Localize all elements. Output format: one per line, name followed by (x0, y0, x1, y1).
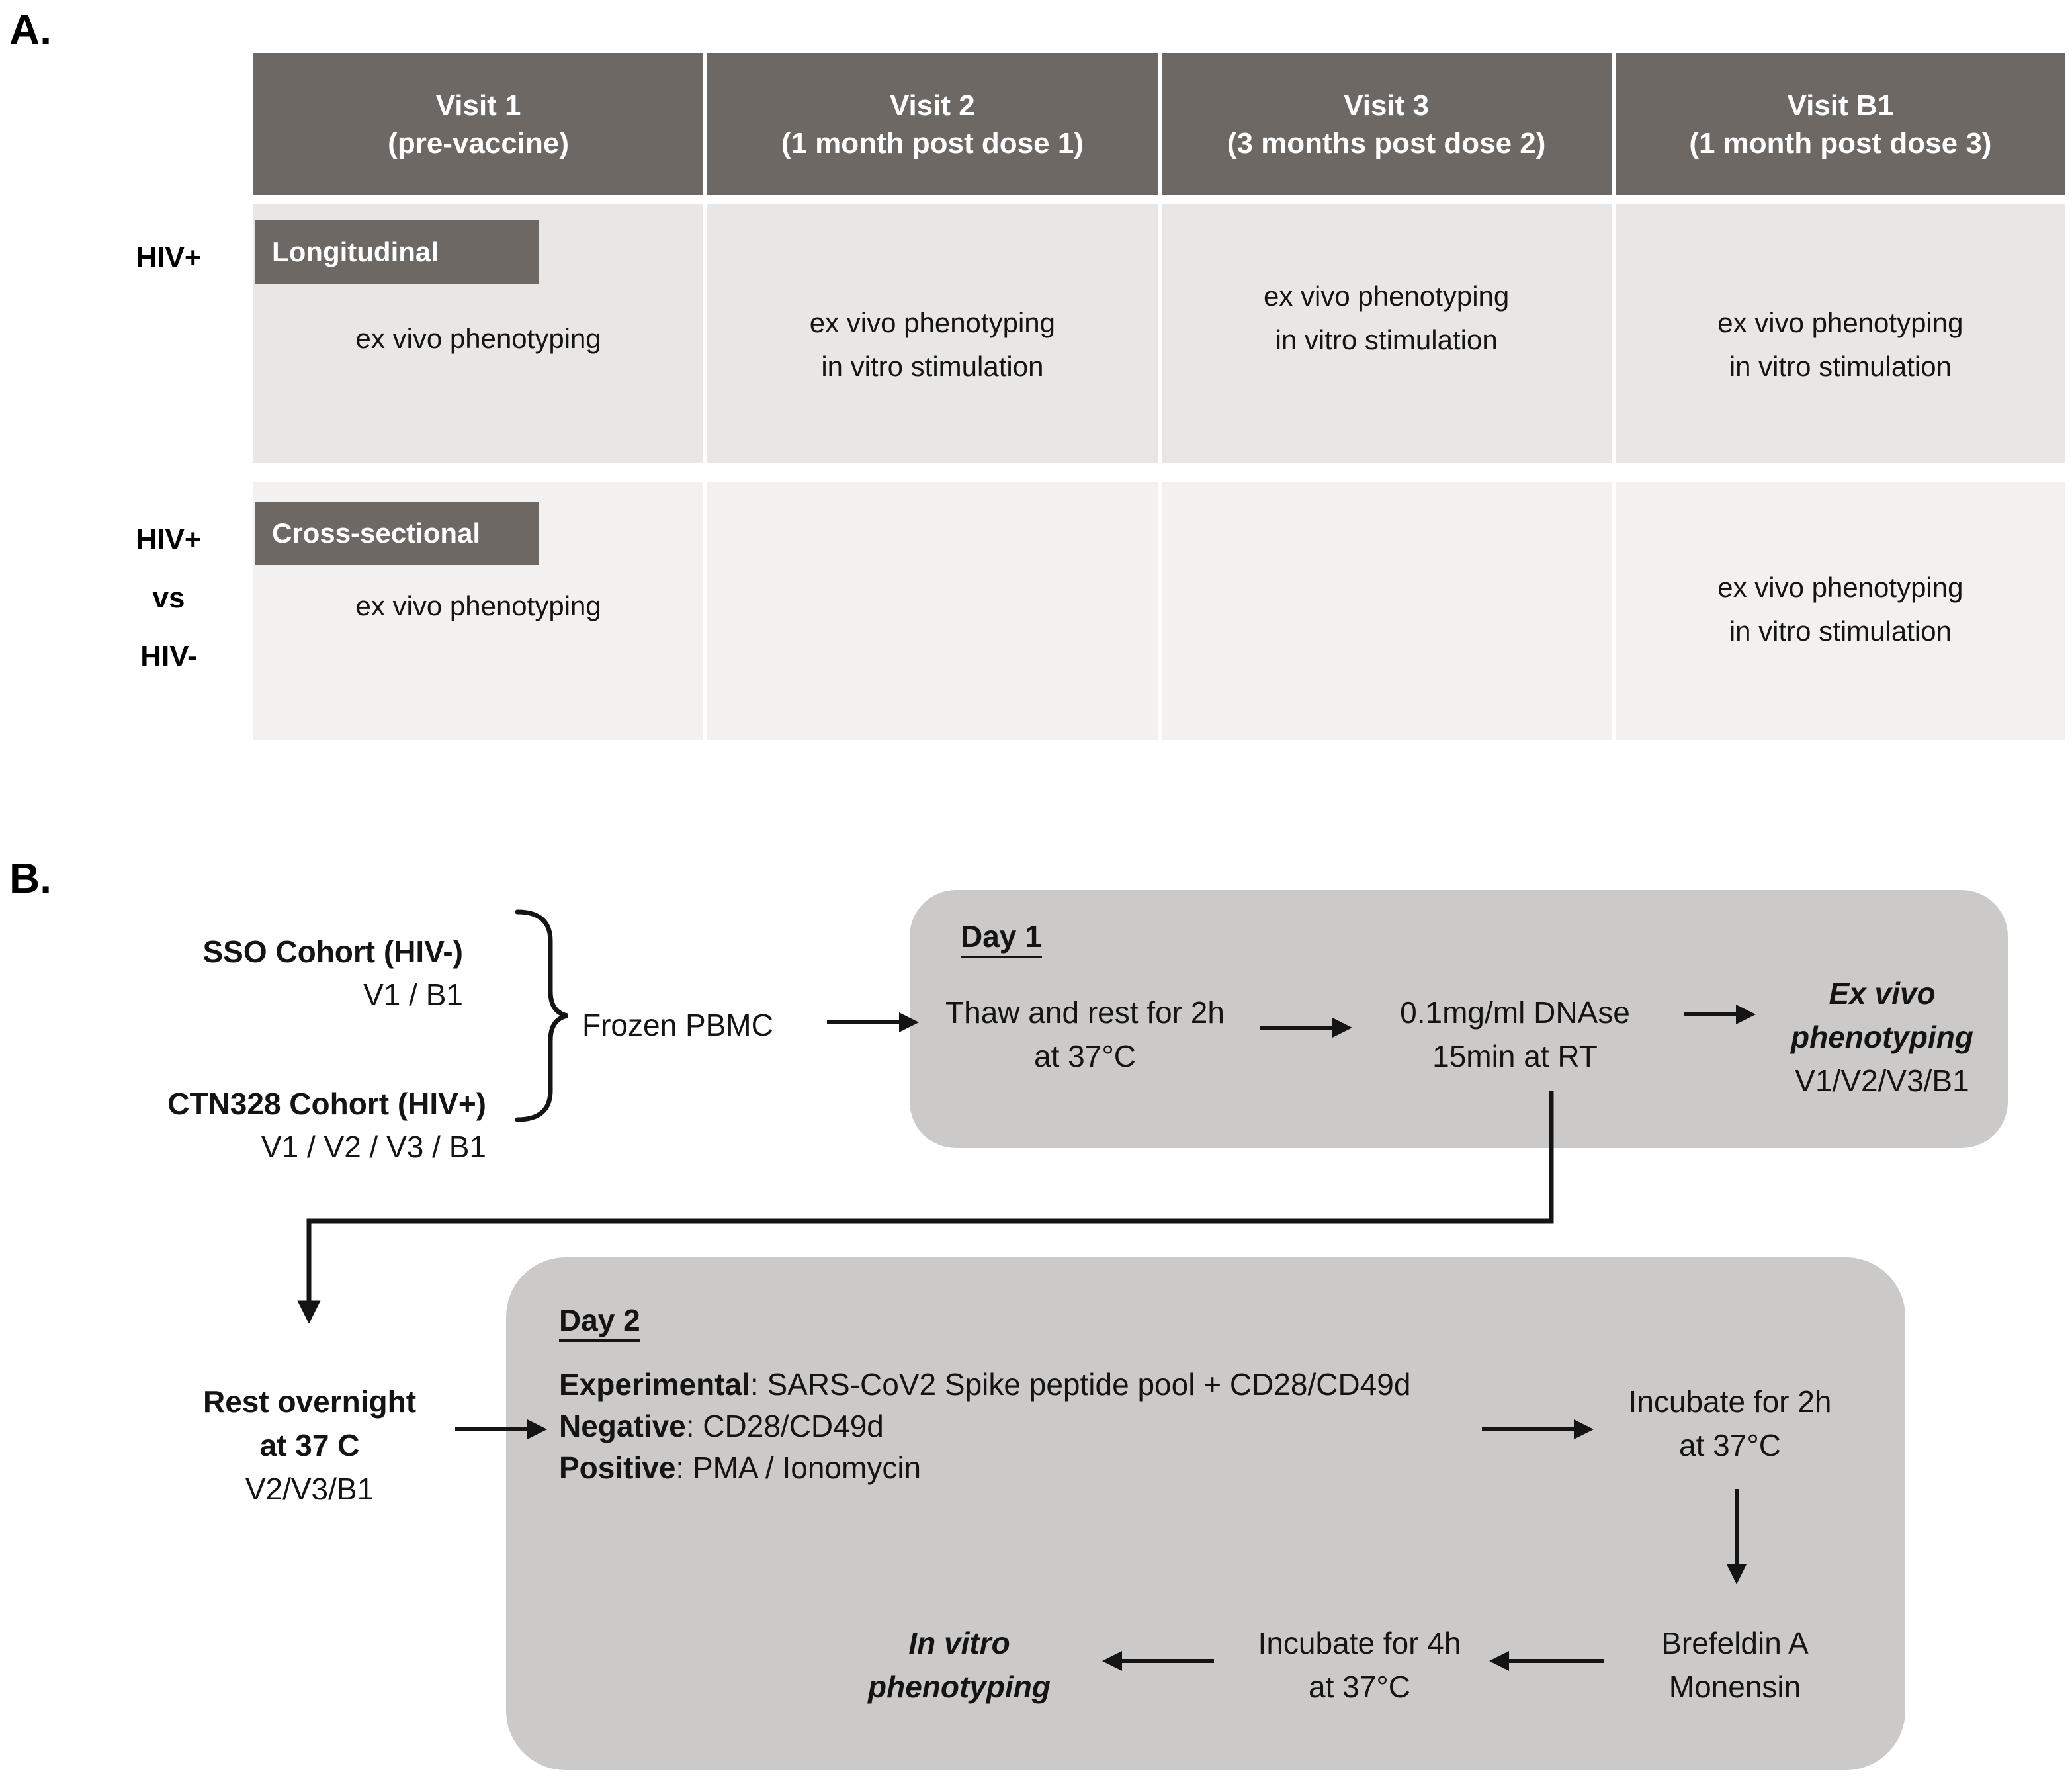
row-label-line: HIV- (140, 640, 197, 672)
cell-text: ex vivo phenotyping (1717, 572, 1964, 603)
cohort-brace (515, 909, 568, 1122)
step-thaw-line2: at 37°C (1034, 1039, 1136, 1073)
header-visit1-line2: (pre-vaccine) (388, 126, 570, 159)
row-label-hiv-positive: HIV+ (69, 229, 268, 287)
rest-visits: V2/V3/B1 (245, 1472, 374, 1506)
step-brefeldin-monensin: Brefeldin A Monensin (1621, 1621, 1849, 1709)
cell-text: ex vivo phenotyping (355, 590, 601, 621)
cell-text: in vitro stimulation (821, 351, 1044, 382)
header-visit1-line1: Visit 1 (435, 89, 521, 122)
step-dnase: 0.1mg/ml DNAse 15min at RT (1356, 991, 1674, 1078)
rest-line1: Rest overnight (202, 1384, 417, 1419)
brefeldin-line2: Monensin (1668, 1670, 1801, 1704)
step-exvivo-line1: Ex vivo (1829, 976, 1936, 1010)
incubate4h-line1: Incubate for 4h (1258, 1626, 1461, 1660)
row-label-hiv-pos-vs-neg: HIV+ vs HIV- (69, 511, 268, 686)
header-visitB1: Visit B1 (1 month post dose 3) (1615, 53, 2065, 195)
condition-positive: Positive: PMA / Ionomycin (559, 1450, 921, 1486)
cell-r2-visit3 (1161, 482, 1612, 740)
cell-r1-visitB1: ex vivo phenotyping in vitro stimulation (1615, 204, 2065, 463)
day1-title: Day 1 (961, 918, 1042, 958)
condition-value: : CD28/CD49d (685, 1409, 884, 1443)
cohort-ctn328-visits: V1 / V2 / V3 / B1 (261, 1130, 486, 1164)
cell-r1-visit3: ex vivo phenotyping in vitro stimulation (1161, 204, 1612, 463)
header-visit3-line1: Visit 3 (1344, 89, 1430, 122)
condition-value: : PMA / Ionomycin (675, 1451, 922, 1485)
cell-r2-visit2 (707, 482, 1158, 740)
cell-text: ex vivo phenotyping (1717, 307, 1964, 338)
condition-label: Positive (559, 1451, 676, 1485)
table-header-row: Visit 1 (pre-vaccine) Visit 2 (1 month p… (253, 53, 2065, 195)
cell-text: in vitro stimulation (1275, 324, 1498, 355)
row-label-line: HIV+ (136, 242, 202, 274)
cell-text: in vitro stimulation (1729, 351, 1952, 382)
step-thaw: Thaw and rest for 2h at 37°C (926, 991, 1244, 1078)
cohort-sso-name: SSO Cohort (HIV-) (202, 934, 463, 969)
step-exvivo-visits: V1/V2/V3/B1 (1795, 1063, 1969, 1098)
day2-title: Day 2 (559, 1302, 640, 1342)
panel-b-label: B. (9, 854, 52, 902)
cohort-ctn328-name: CTN328 Cohort (HIV+) (167, 1087, 486, 1121)
cell-text: in vitro stimulation (1729, 615, 1952, 647)
step-incubate-4h: Incubate for 4h at 37°C (1237, 1621, 1482, 1709)
condition-negative: Negative: CD28/CD49d (559, 1408, 884, 1444)
day2-box (506, 1257, 1905, 1770)
step-rest-overnight: Rest overnight at 37 C V2/V3/B1 (177, 1380, 442, 1511)
condition-label: Negative (559, 1409, 686, 1443)
header-visitB1-line1: Visit B1 (1787, 89, 1894, 122)
cell-text: ex vivo phenotyping (355, 323, 601, 354)
header-visit1: Visit 1 (pre-vaccine) (253, 53, 704, 195)
day1-title-text: Day 1 (961, 919, 1042, 958)
row-label-line: vs (152, 582, 185, 614)
cell-r2-visitB1: ex vivo phenotyping in vitro stimulation (1615, 482, 2065, 740)
invitro-line1: In vitro (908, 1626, 1010, 1660)
step-invitro-phenotyping: In vitro phenotyping (847, 1621, 1072, 1709)
header-visit2-line2: (1 month post dose 1) (781, 126, 1084, 159)
incubate4h-line2: at 37°C (1309, 1670, 1410, 1704)
row-label-line: HIV+ (136, 523, 202, 556)
condition-value: : SARS-CoV2 Spike peptide pool + CD28/CD… (750, 1367, 1411, 1402)
header-visit3-line2: (3 months post dose 2) (1227, 126, 1546, 159)
incubate2h-line2: at 37°C (1679, 1428, 1781, 1462)
cohort-sso-visits: V1 / B1 (363, 977, 463, 1012)
rest-line2: at 37 C (259, 1428, 360, 1462)
longitudinal-badge: Longitudinal (255, 220, 539, 284)
frozen-pbmc-label: Frozen PBMC (582, 1008, 773, 1042)
panel-a-label: A. (9, 6, 52, 54)
cell-text: ex vivo phenotyping (809, 307, 1055, 338)
header-visitB1-line2: (1 month post dose 3) (1689, 126, 1992, 159)
condition-label: Experimental (559, 1367, 750, 1402)
step-exvivo-line2: phenotyping (1791, 1020, 1973, 1054)
step-exvivo-phenotyping: Ex vivo phenotyping V1/V2/V3/B1 (1763, 971, 2001, 1102)
table-row-cross-sectional: ex vivo phenotyping ex vivo phenotyping … (253, 482, 2065, 740)
table-row-longitudinal: ex vivo phenotyping ex vivo phenotyping … (253, 204, 2065, 463)
condition-experimental: Experimental: SARS-CoV2 Spike peptide po… (559, 1366, 1410, 1402)
step-thaw-line1: Thaw and rest for 2h (945, 995, 1225, 1030)
step-dnase-line2: 15min at RT (1432, 1039, 1598, 1073)
brefeldin-line1: Brefeldin A (1661, 1626, 1809, 1660)
step-dnase-line1: 0.1mg/ml DNAse (1400, 995, 1630, 1030)
incubate2h-line1: Incubate for 2h (1628, 1384, 1832, 1419)
header-visit3: Visit 3 (3 months post dose 2) (1161, 53, 1612, 195)
cell-r1-visit2: ex vivo phenotyping in vitro stimulation (707, 204, 1158, 463)
step-incubate-2h: Incubate for 2h at 37°C (1608, 1380, 1852, 1467)
cell-text: ex vivo phenotyping (1263, 281, 1510, 312)
header-visit2: Visit 2 (1 month post dose 1) (707, 53, 1158, 195)
day2-title-text: Day 2 (559, 1303, 640, 1342)
invitro-line2: phenotyping (868, 1670, 1051, 1704)
cross-sectional-badge: Cross-sectional (255, 502, 539, 565)
header-visit2-line1: Visit 2 (889, 89, 975, 122)
